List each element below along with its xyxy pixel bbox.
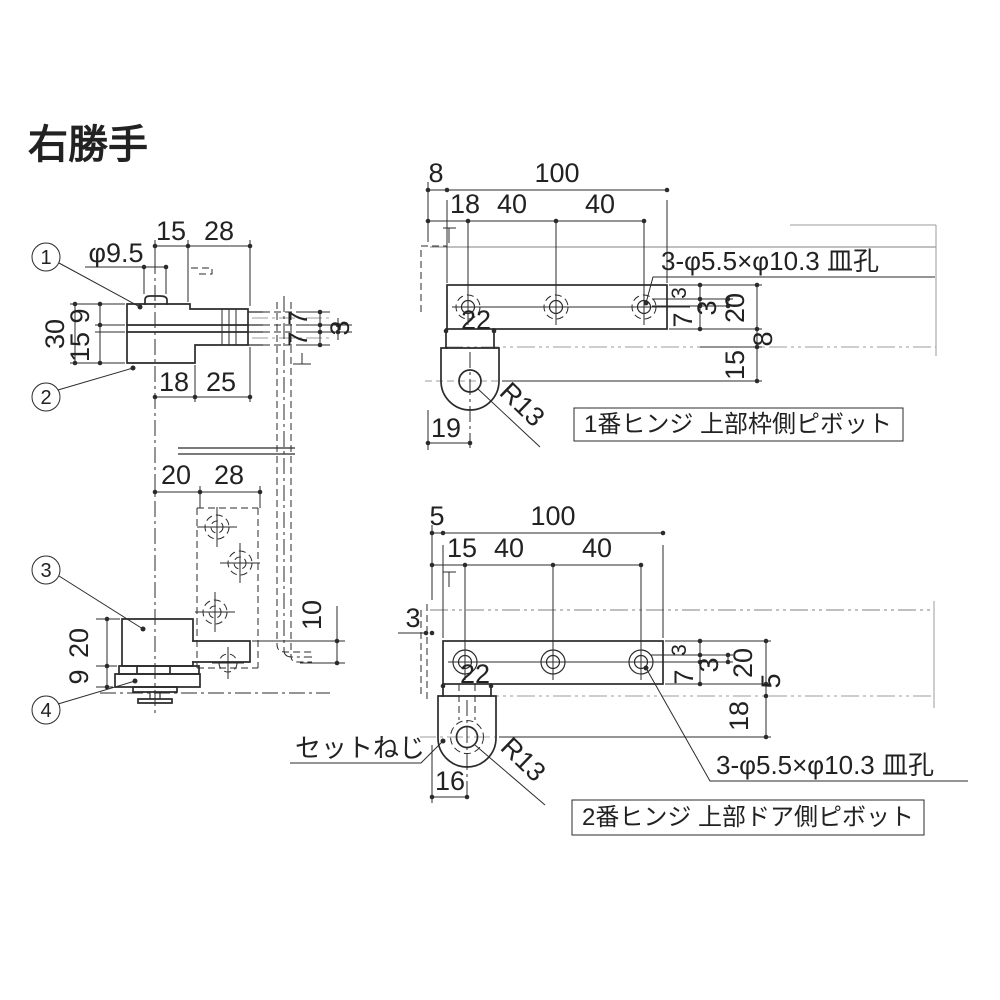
callout-2: 2 <box>31 365 136 412</box>
view-hinge1-plan: 8 100 18 40 40 3 3 7 20 8 15 22 19 R13 3… <box>420 158 937 450</box>
hole-note-1: 3-φ5.5×φ10.3 皿孔 <box>661 246 879 276</box>
dim-30-left: 30 <box>40 319 70 349</box>
dim-7-b: 7 <box>668 312 698 327</box>
corner-symbol-d <box>443 571 456 587</box>
svg-text:2: 2 <box>40 387 51 409</box>
dim-18-bottom: 18 <box>159 367 189 397</box>
caption-hinge1: 1番ヒンジ 上部枠側ピボット <box>573 407 904 442</box>
dim-18-b: 18 <box>450 189 480 219</box>
dim-10-right: 10 <box>297 600 327 630</box>
dim-40b-d: 40 <box>582 533 612 563</box>
dim-15-d: 15 <box>447 533 477 563</box>
dim-phi-9-5: φ9.5 <box>88 238 143 268</box>
dim-40b-b: 40 <box>585 189 615 219</box>
dim-19-b: 19 <box>431 413 461 443</box>
dim-3-right: 3 <box>325 320 355 335</box>
dim-100-d: 100 <box>530 501 575 531</box>
page-title: 右勝手 <box>28 123 148 167</box>
dim-8-b: 8 <box>428 158 443 188</box>
view-hinge2-plan: 5 100 15 40 40 3 3 3 7 20 5 18 22 16 R13 <box>398 501 968 836</box>
dim-16-d: 16 <box>435 766 465 796</box>
dim-15-top: 15 <box>156 216 186 246</box>
dim-15-left: 15 <box>65 332 95 362</box>
dim-3-left-d: 3 <box>405 603 420 633</box>
dim-3a-d: 3 <box>668 644 691 656</box>
hinge1-knuckle <box>445 328 495 349</box>
pivot-arm <box>192 640 251 663</box>
dim-25-bottom: 25 <box>206 367 236 397</box>
hole-note-2: 3-φ5.5×φ10.3 皿孔 <box>716 750 934 780</box>
dim-3b-d: 3 <box>694 657 724 672</box>
set-screw-label: セットねじ <box>295 733 425 763</box>
dim-22-d: 22 <box>460 659 490 689</box>
svg-text:2番ヒンジ 上部ドア側ピボット: 2番ヒンジ 上部ドア側ピボット <box>582 804 914 831</box>
dim-7-lower: 7 <box>283 331 313 346</box>
corner-symbol-b <box>443 227 456 243</box>
dim-28-top: 28 <box>204 216 234 246</box>
dim-100-b: 100 <box>534 158 579 188</box>
dim-3a-b: 3 <box>668 287 691 299</box>
dim-9-left: 9 <box>65 308 95 323</box>
svg-text:4: 4 <box>40 700 51 722</box>
dim-7-d: 7 <box>669 669 699 684</box>
dim-3b-b: 3 <box>692 300 722 315</box>
svg-text:1: 1 <box>40 247 51 269</box>
dim-5-d: 5 <box>429 501 444 531</box>
hidden-hole-2 <box>220 543 260 583</box>
caption-hinge2: 2番ヒンジ 上部ドア側ピボット <box>571 799 925 836</box>
hidden-hole-4 <box>212 647 244 679</box>
svg-text:3: 3 <box>40 560 51 582</box>
hidden-hole-1 <box>197 507 237 547</box>
svg-text:1番ヒンジ 上部枠側ピボット: 1番ヒンジ 上部枠側ピボット <box>584 411 892 438</box>
callout-3: 3 <box>31 555 146 632</box>
hidden-plate <box>196 507 259 669</box>
pivot-screw-head <box>144 295 168 305</box>
dim-20-left-c: 20 <box>64 628 94 658</box>
dim-18-d: 18 <box>724 701 754 731</box>
dim-40a-d: 40 <box>494 533 524 563</box>
dim-15-b: 15 <box>720 350 750 380</box>
dim-9-left-c: 9 <box>64 669 94 684</box>
view-door-pivot-side: 20 28 20 9 10 3 4 セットねじ <box>31 296 446 764</box>
dim-r13-b: R13 <box>494 377 550 433</box>
hidden-hole-3 <box>195 592 235 632</box>
dim-28-top-c: 28 <box>214 460 244 490</box>
dim-5b-d: 5 <box>756 673 786 688</box>
datum-symbol-a <box>293 353 311 365</box>
callout-4: 4 <box>31 678 138 725</box>
dim-20-top-c: 20 <box>161 460 191 490</box>
callout-1: 1 <box>31 242 143 310</box>
view-frame-pivot-side: 15 28 φ9.5 30 9 15 7 7 3 18 25 1 <box>31 216 355 412</box>
dim-8b-b: 8 <box>748 331 778 346</box>
dim-20-d: 20 <box>728 648 758 678</box>
dim-7-upper: 7 <box>283 310 313 325</box>
dim-20-b: 20 <box>720 293 750 323</box>
dim-40a-b: 40 <box>497 189 527 219</box>
dim-r13-d: R13 <box>495 732 551 788</box>
hinge2-knuckle <box>442 683 492 697</box>
dim-22-b: 22 <box>461 305 491 335</box>
